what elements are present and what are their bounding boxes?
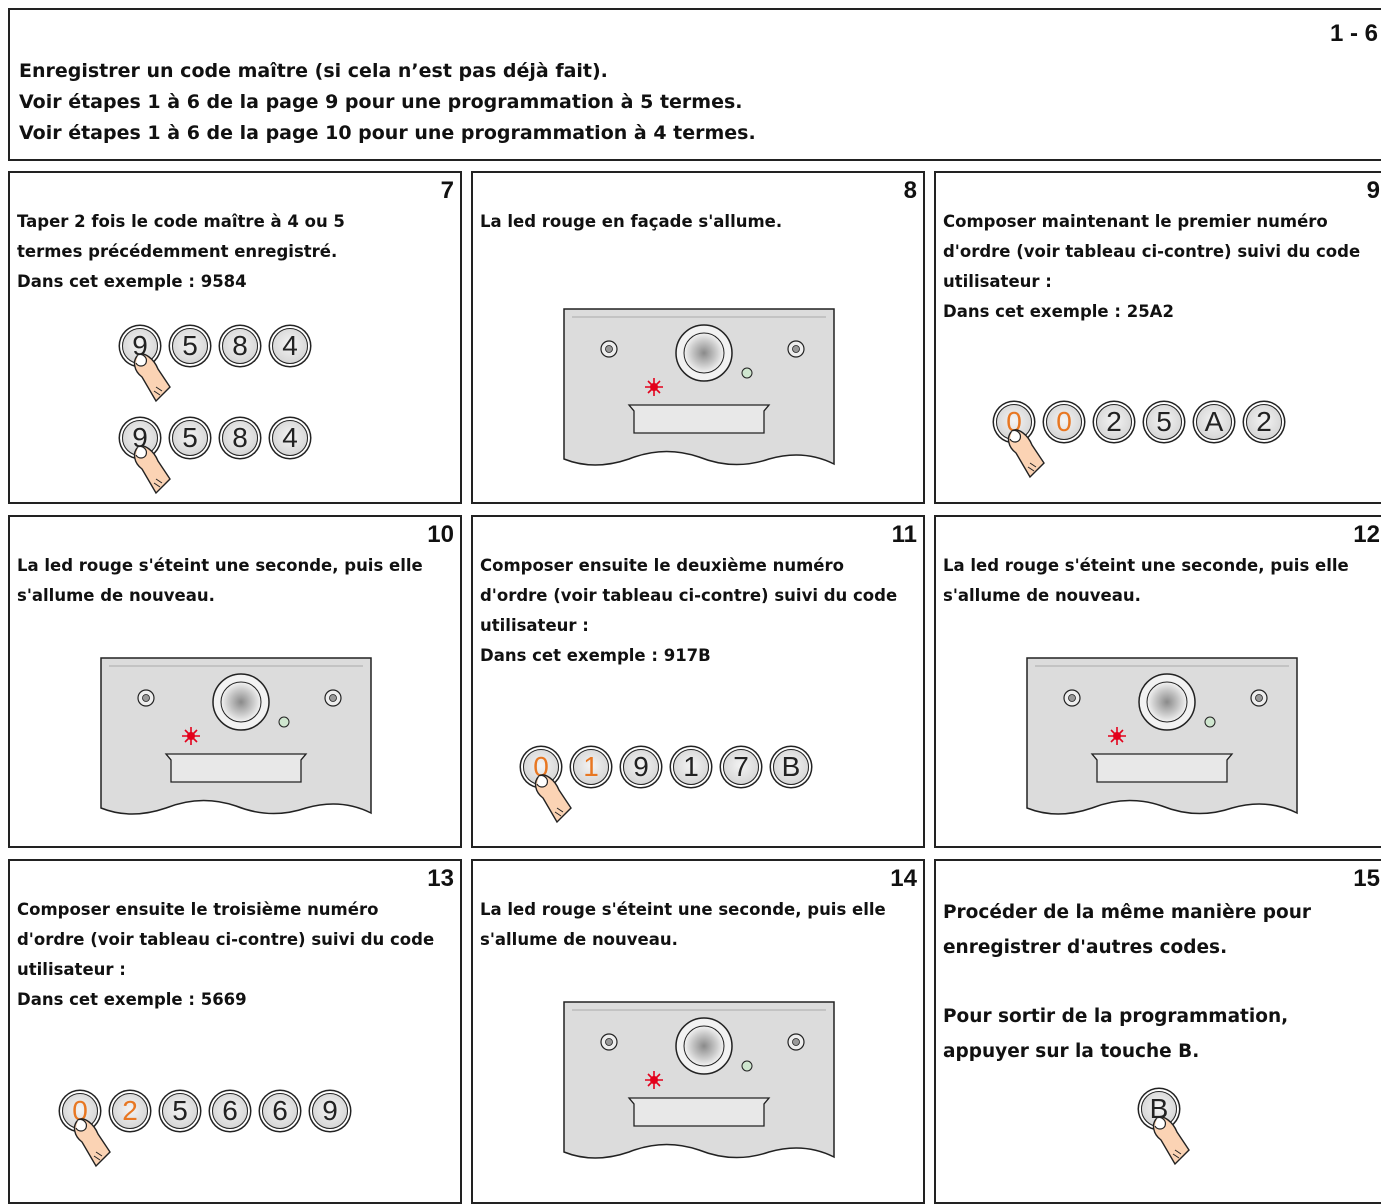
key-button[interactable]: 5 xyxy=(162,1093,198,1129)
step-line: d'ordre (voir tableau ci-contre) suivi d… xyxy=(17,930,435,949)
key-button[interactable]: B xyxy=(773,749,809,785)
key-button[interactable]: 9 xyxy=(312,1093,348,1129)
step-15-panel: 15 Procéder de la même manière pour enre… xyxy=(934,859,1381,1204)
step-line: enregistrer d'autres codes. xyxy=(943,937,1228,958)
door-panel-illustration xyxy=(563,1001,835,1159)
step-line: utilisateur : xyxy=(943,272,1052,291)
key-button[interactable]: 2 xyxy=(1246,404,1282,440)
step-line: termes précédemment enregistré. xyxy=(17,242,338,261)
step-line: Taper 2 fois le code maître à 4 ou 5 xyxy=(17,212,345,231)
step-line: d'ordre (voir tableau ci-contre) suivi d… xyxy=(943,242,1361,261)
header-line: Voir étapes 1 à 6 de la page 10 pour une… xyxy=(19,122,756,144)
step-line: s'allume de nouveau. xyxy=(480,930,678,949)
key-button[interactable]: 8 xyxy=(222,328,258,364)
step-text: La led rouge s'éteint une seconde, puis … xyxy=(17,551,456,611)
order-key-button[interactable]: 0 xyxy=(996,404,1032,440)
key-button[interactable]: 2 xyxy=(1096,404,1132,440)
step-line: Dans cet exemple : 5669 xyxy=(17,990,247,1009)
key-button[interactable]: 4 xyxy=(272,420,308,456)
step-11-panel: 11 Composer ensuite le deuxième numéro d… xyxy=(471,515,925,848)
step-line: Composer ensuite le troisième numéro xyxy=(17,900,379,919)
step-text: Composer maintenant le premier numéro d'… xyxy=(943,207,1381,327)
key-button[interactable]: 5 xyxy=(172,420,208,456)
step-line: Dans cet exemple : 9584 xyxy=(17,272,247,291)
step-line: La led rouge en façade s'allume. xyxy=(480,212,783,231)
step-number: 13 xyxy=(427,865,454,892)
keypad-row: 9 5 8 4 xyxy=(122,328,322,364)
step-line: Composer ensuite le deuxième numéro xyxy=(480,556,844,575)
key-button[interactable]: 8 xyxy=(222,420,258,456)
key-button[interactable]: 1 xyxy=(673,749,709,785)
step-8-panel: 8 La led rouge en façade s'allume. xyxy=(471,171,925,504)
order-key-button[interactable]: 0 xyxy=(1046,404,1082,440)
step-number: 11 xyxy=(891,521,917,548)
step-number: 14 xyxy=(890,865,917,892)
step-line: La led rouge s'éteint une seconde, puis … xyxy=(480,900,886,919)
step-line: appuyer sur la touche B. xyxy=(943,1041,1200,1062)
step-12-panel: 12 La led rouge s'éteint une seconde, pu… xyxy=(934,515,1381,848)
step-line: Dans cet exemple : 917B xyxy=(480,646,711,665)
step-number: 9 xyxy=(1366,177,1380,204)
keypad-row: 0 0 2 5 A 2 xyxy=(996,404,1296,440)
keypad-row: 9 5 8 4 xyxy=(122,420,322,456)
key-button[interactable]: 9 xyxy=(623,749,659,785)
header-box: 1 - 6 Enregistrer un code maître (si cel… xyxy=(8,8,1381,161)
key-button-b[interactable]: B xyxy=(1141,1091,1177,1127)
door-panel-illustration xyxy=(1026,657,1298,815)
step-line: d'ordre (voir tableau ci-contre) suivi d… xyxy=(480,586,898,605)
key-button[interactable]: 5 xyxy=(1146,404,1182,440)
step-text: Composer ensuite le deuxième numéro d'or… xyxy=(480,551,919,671)
step-10-panel: 10 La led rouge s'éteint une seconde, pu… xyxy=(8,515,462,848)
key-button[interactable]: 6 xyxy=(262,1093,298,1129)
order-key-button[interactable]: 1 xyxy=(573,749,609,785)
key-button[interactable]: 6 xyxy=(212,1093,248,1129)
key-button[interactable]: 9 xyxy=(122,420,158,456)
step-number: 15 xyxy=(1353,865,1380,892)
step-line: s'allume de nouveau. xyxy=(943,586,1141,605)
key-button[interactable]: A xyxy=(1196,404,1232,440)
step-number: 12 xyxy=(1353,521,1380,548)
step-line: s'allume de nouveau. xyxy=(17,586,215,605)
step-number: 10 xyxy=(427,521,454,548)
order-key-button[interactable]: 0 xyxy=(523,749,559,785)
step-line: Composer maintenant le premier numéro xyxy=(943,212,1328,231)
step-line: Dans cet exemple : 25A2 xyxy=(943,302,1174,321)
header-line: Enregistrer un code maître (si cela n’es… xyxy=(19,60,608,82)
header-instructions: Enregistrer un code maître (si cela n’es… xyxy=(19,56,756,149)
step-range-label: 1 - 6 xyxy=(1329,20,1378,47)
step-text: La led rouge en façade s'allume. xyxy=(480,207,919,237)
step-9-panel: 9 Composer maintenant le premier numéro … xyxy=(934,171,1381,504)
order-key-button[interactable]: 0 xyxy=(62,1093,98,1129)
step-13-panel: 13 Composer ensuite le troisième numéro … xyxy=(8,859,462,1204)
step-line: utilisateur : xyxy=(17,960,126,979)
step-line: Procéder de la même manière pour xyxy=(943,902,1312,923)
step-line: La led rouge s'éteint une seconde, puis … xyxy=(17,556,423,575)
keypad-row: B xyxy=(1141,1091,1191,1127)
step-7-panel: 7 Taper 2 fois le code maître à 4 ou 5 t… xyxy=(8,171,462,504)
door-panel-illustration xyxy=(563,308,835,466)
step-text: Taper 2 fois le code maître à 4 ou 5 ter… xyxy=(17,207,456,297)
header-line: Voir étapes 1 à 6 de la page 9 pour une … xyxy=(19,91,743,113)
key-button[interactable]: 5 xyxy=(172,328,208,364)
step-line: utilisateur : xyxy=(480,616,589,635)
step-text: La led rouge s'éteint une seconde, puis … xyxy=(943,551,1381,611)
door-panel-illustration xyxy=(100,657,372,815)
step-text: Composer ensuite le troisième numéro d'o… xyxy=(17,895,456,1015)
key-button[interactable]: 9 xyxy=(122,328,158,364)
step-number: 7 xyxy=(440,177,454,204)
keypad-row: 0 1 9 1 7 B xyxy=(523,749,823,785)
step-text: La led rouge s'éteint une seconde, puis … xyxy=(480,895,919,955)
step-line: La led rouge s'éteint une seconde, puis … xyxy=(943,556,1349,575)
step-14-panel: 14 La led rouge s'éteint une seconde, pu… xyxy=(471,859,925,1204)
spacer xyxy=(943,965,1381,999)
step-text: Procéder de la même manière pour enregis… xyxy=(943,895,1381,1069)
step-number: 8 xyxy=(903,177,917,204)
key-button[interactable]: 4 xyxy=(272,328,308,364)
order-key-button[interactable]: 2 xyxy=(112,1093,148,1129)
step-line: Pour sortir de la programmation, xyxy=(943,1006,1289,1027)
key-button[interactable]: 7 xyxy=(723,749,759,785)
keypad-row: 0 2 5 6 6 9 xyxy=(62,1093,362,1129)
